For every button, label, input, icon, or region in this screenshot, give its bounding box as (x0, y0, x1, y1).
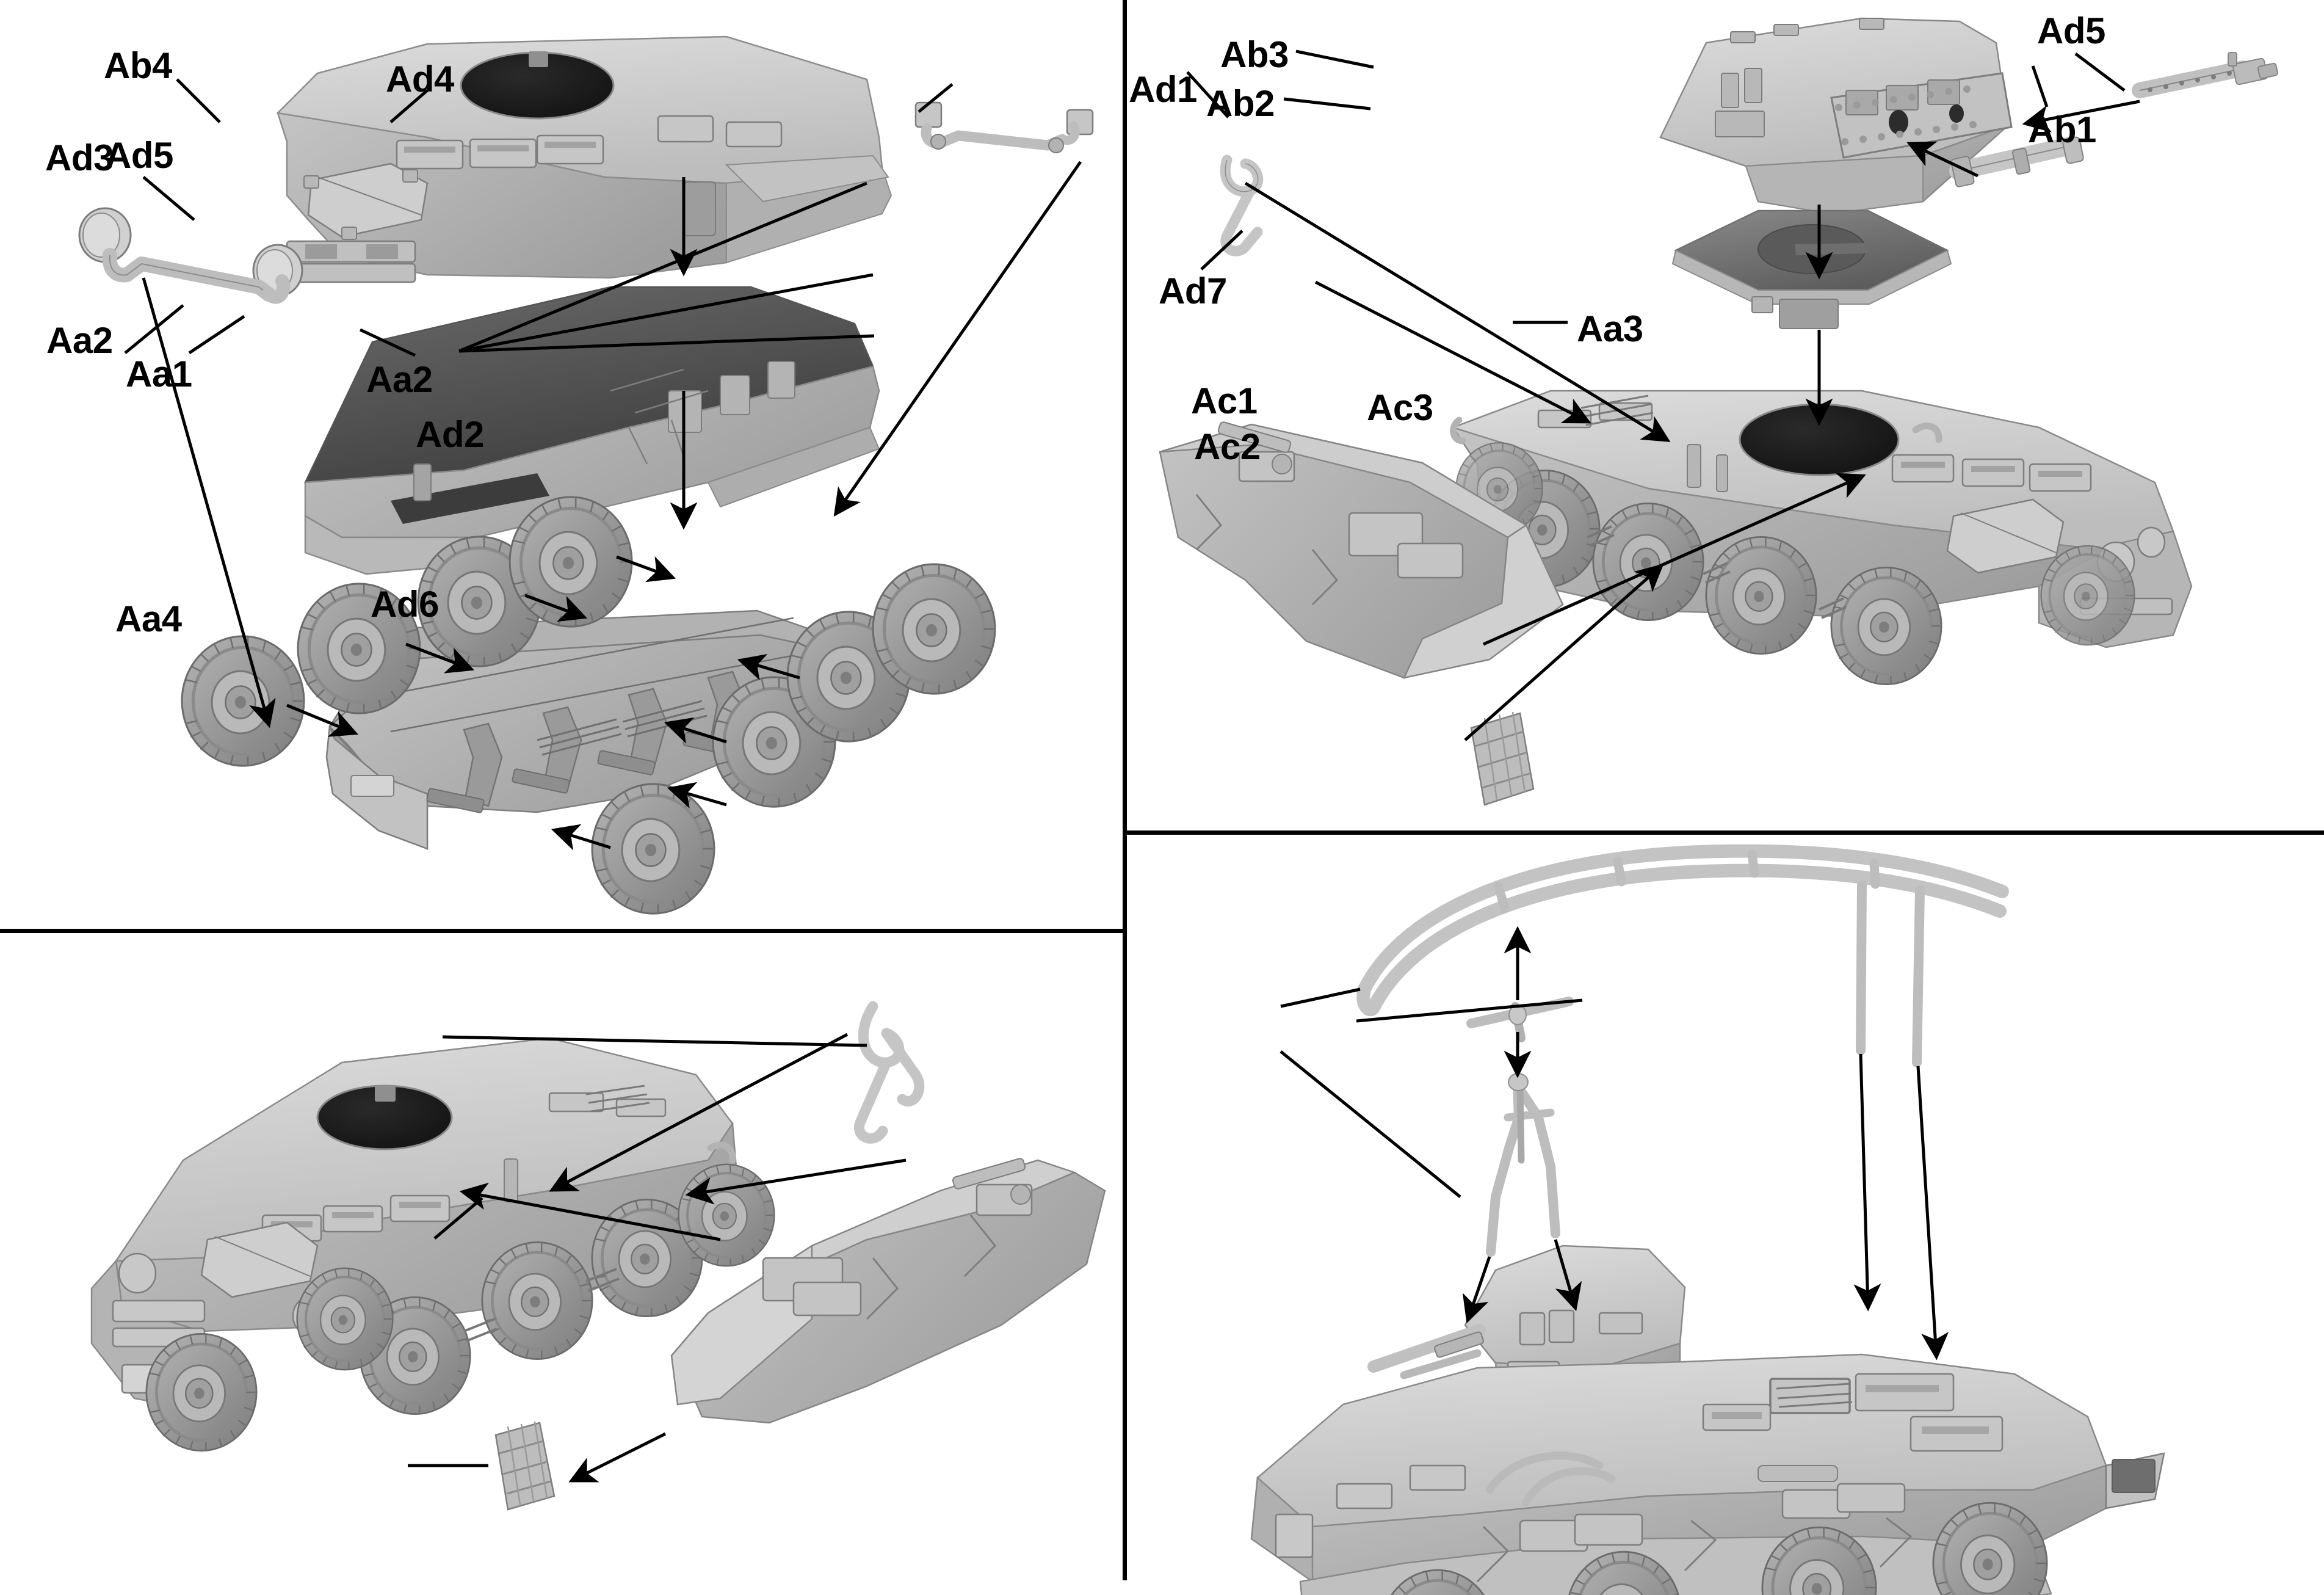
part-Ab4-upper-hull (277, 35, 892, 283)
part-Ab3-turret (1659, 17, 2013, 215)
part-Ac1-frame-antenna (1356, 844, 2009, 1067)
part-Ad5-hull-floor (303, 286, 880, 575)
divider-horizontal-right (1123, 830, 2324, 835)
part-label-Ac2: Ac2 (1194, 426, 1261, 467)
part-Ad5-machine-gun (2132, 52, 2279, 98)
panel1-artwork (78, 35, 1094, 914)
panel3-leader-lines (408, 1035, 867, 1467)
part-label-Ac1: Ac1 (1191, 380, 1258, 421)
part-label-Ad1: Ad1 (1129, 69, 1197, 110)
part-label-Aa1: Aa1 (126, 354, 192, 394)
panel1-leader-lines (124, 78, 954, 357)
part-label-Ab1: Ab1 (2028, 109, 2096, 150)
panel3-assembly-arrows (459, 1033, 907, 1483)
panel4-artwork (1250, 844, 2165, 1595)
part-label-Ad2: Ad2 (416, 414, 484, 455)
part-label-Aa2-right: Aa2 (366, 359, 433, 400)
panel2-artwork (1159, 17, 2279, 806)
panel4-completed-vehicle (1250, 1244, 2165, 1595)
divider-vertical (1123, 0, 1127, 1580)
part-Ad2-grab-handle (854, 1001, 925, 1144)
part-Aa2-road-wheels (182, 497, 995, 914)
part-Ad1-grab-handle (1220, 154, 1264, 256)
part-Ac2-mast-support (1486, 1073, 1560, 1257)
part-label-Ab2: Ab2 (1206, 83, 1275, 124)
part-Aa3-fuel-drum-rack (1470, 711, 1535, 806)
panel3-artwork (90, 1001, 1106, 1511)
part-label-Ab4: Ab4 (104, 45, 172, 86)
part-label-Ab3: Ab3 (1220, 34, 1289, 75)
part-label-Ad5-panel1: Ad5 (105, 135, 173, 176)
panel1-assembly-arrows (142, 161, 1082, 851)
part-label-Ad4: Ad4 (386, 59, 454, 100)
part-label-Ad5-panel2: Ad5 (2037, 10, 2105, 51)
part-label-Ad3: Ad3 (45, 137, 114, 178)
panel4-assembly-arrows (1462, 926, 1949, 1361)
part-Aa4-fuel-drum-rack (494, 1421, 556, 1511)
panel2-leader-lines (1186, 49, 2126, 324)
panel3-vehicle-hull (90, 1037, 774, 1451)
part-Ac3-cross-piece (1466, 997, 1574, 1042)
part-Ad3-headlight-mirror (78, 207, 303, 304)
part-Ab2-turret-ring (1671, 209, 1952, 329)
part-label-Aa2-left: Aa2 (46, 320, 113, 361)
part-label-Ac3: Ac3 (1367, 387, 1433, 428)
part-label-Aa3: Aa3 (1577, 308, 1643, 349)
part-Ad4-tow-hook-bar (914, 101, 1094, 153)
part-Ad6-left-fender (670, 1158, 1106, 1424)
panel2-vehicle-hull (1450, 390, 2193, 685)
part-label-Aa4: Aa4 (115, 598, 182, 639)
part-label-Ad7: Ad7 (1159, 271, 1227, 311)
panel4-leader-lines (1280, 987, 1583, 1198)
divider-horizontal-left (0, 929, 1127, 933)
part-Aa1-chassis-frame (325, 609, 819, 850)
part-label-Ad6: Ad6 (371, 584, 439, 625)
